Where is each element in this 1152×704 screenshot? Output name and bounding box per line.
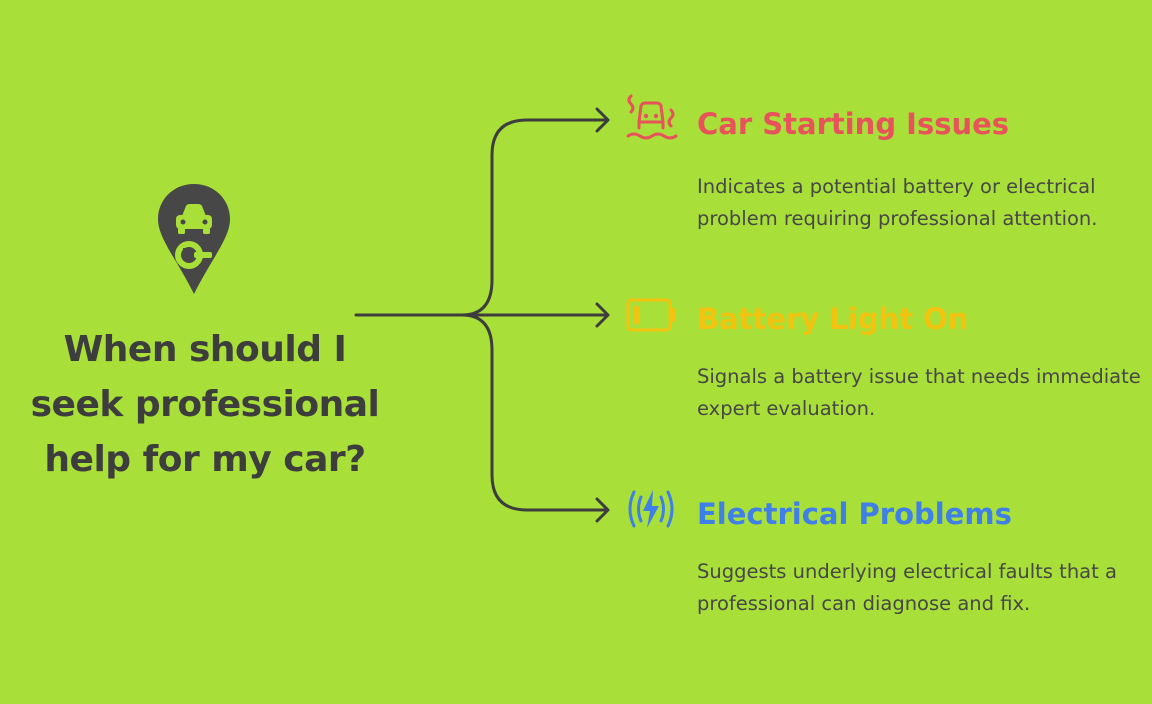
branch-desc-electrical: Suggests underlying electrical faults th… — [697, 560, 1117, 615]
branch-title-car-starting: Car Starting Issues — [697, 107, 1010, 141]
question-line-1: When should I — [63, 329, 347, 370]
connector-branch-top — [460, 118, 609, 317]
connector-branch-bottom — [460, 313, 609, 512]
branch-title-battery-light: Battery Light On — [697, 302, 969, 336]
branch-title-electrical: Electrical Problems — [697, 497, 1012, 531]
question-line-2: seek professional — [30, 384, 380, 425]
car-skid-icon — [626, 94, 678, 140]
question-line-3: help for my car? — [44, 439, 366, 480]
central-question: When should I seek professional help for… — [30, 322, 380, 487]
branch-desc-car-starting: Indicates a potential battery or electri… — [697, 175, 1098, 230]
battery-icon — [626, 298, 676, 332]
arrowhead-bottom — [595, 497, 610, 523]
branch-desc-battery-light: Signals a battery issue that needs immed… — [697, 365, 1141, 420]
car-repair-pin-icon — [158, 184, 230, 294]
arrowhead-top — [595, 107, 610, 133]
arrowhead-middle — [595, 302, 610, 328]
electric-bolt-icon — [628, 490, 674, 528]
